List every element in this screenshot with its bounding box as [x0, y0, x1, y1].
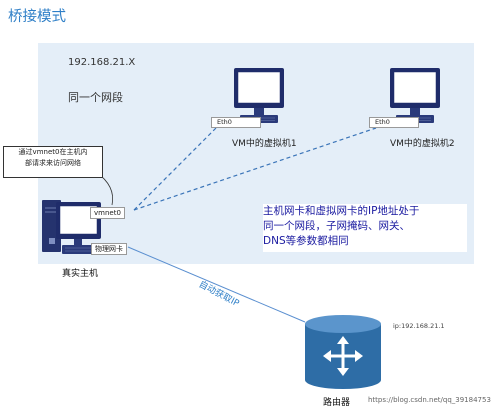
info-line-1: 主机网卡和虚拟网卡的IP地址处于 — [263, 205, 420, 217]
vm1-eth0-port: Eth0 — [211, 117, 261, 128]
watermark: https://blog.csdn.net/qq_39184753 — [368, 396, 491, 404]
callout-line-1: 通过vmnet0在主机内 — [18, 148, 88, 156]
vm2-eth0-port: Eth0 — [369, 117, 419, 128]
vmnet0-port: vmnet0 — [90, 207, 125, 219]
info-line-3: DNS等参数都相同 — [263, 235, 349, 247]
vmnet0-callout: 通过vmnet0在主机内 部请求来访问网络 — [3, 146, 103, 178]
network-segment-label: 同一个网段 — [68, 91, 123, 104]
link-vmnet0-vm2 — [133, 127, 377, 211]
host-computer-icon — [42, 200, 101, 254]
router-ip-label: ip:192.168.21.1 — [393, 322, 445, 330]
vm2-label: VM中的虚拟机2 — [390, 139, 455, 149]
page-title: 桥接模式 — [8, 9, 66, 25]
host-label: 真实主机 — [62, 269, 99, 279]
callout-line-2: 部请求来访问网络 — [25, 159, 81, 167]
physical-nic-port: 物理网卡 — [91, 243, 127, 255]
network-ip-label: 192.168.21.X — [68, 57, 136, 68]
vm1-label: VM中的虚拟机1 — [232, 139, 297, 149]
info-box: 主机网卡和虚拟网卡的IP地址处于 同一个网段，子网掩码、网关、 DNS等参数都相… — [263, 204, 467, 252]
router-icon — [305, 315, 381, 389]
link-nic-router — [127, 246, 306, 323]
router-label: 路由器 — [323, 398, 351, 408]
link-vmnet0-vm1 — [133, 127, 217, 211]
info-line-2: 同一个网段，子网掩码、网关、 — [263, 220, 410, 232]
